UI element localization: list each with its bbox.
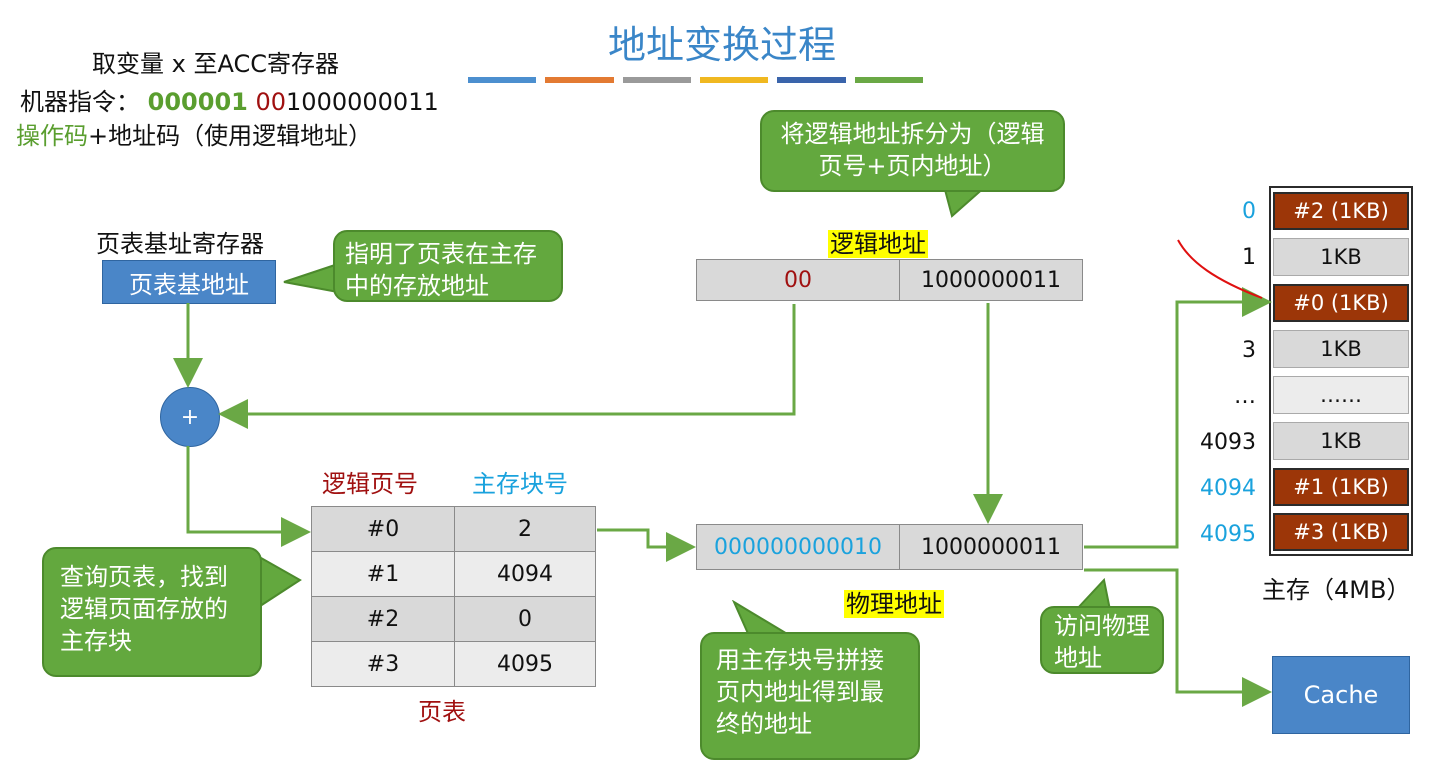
memory-cell: …… xyxy=(1273,376,1409,414)
arrow-physical-to-cache xyxy=(1084,568,1272,707)
physical-block-cell: 000000000010 xyxy=(696,524,900,570)
split-bubble: 将逻辑地址拆分为（逻辑页号+页内地址） xyxy=(760,110,1065,192)
logical-offset-cell: 1000000011 xyxy=(899,259,1083,301)
page-table-block-0: 2 xyxy=(454,506,596,552)
opcode-label: 操作码 xyxy=(16,122,88,150)
physical-offset-cell: 1000000011 xyxy=(899,524,1083,570)
page-table-page-0: #0 xyxy=(311,506,455,552)
page-title: 地址变换过程 xyxy=(607,23,836,67)
split-bubble-tail xyxy=(942,186,988,218)
memory-cell: #0 (1KB) xyxy=(1273,284,1409,322)
page-table-page-2: #2 xyxy=(311,596,455,642)
concat-bubble: 用主存块号拼接页内地址得到最终的地址 xyxy=(700,632,920,760)
color-segment xyxy=(545,77,614,83)
color-segment xyxy=(777,77,846,83)
color-segment xyxy=(622,77,691,83)
memory-cell: 1KB xyxy=(1273,422,1409,460)
memory-cell: #2 (1KB) xyxy=(1273,192,1409,230)
page-table-header-page: 逻辑页号 xyxy=(322,470,418,498)
instruction-addr-offset: 1000000011 xyxy=(286,88,439,116)
memory-addr: 4094 xyxy=(1200,476,1256,501)
title-color-bar xyxy=(468,77,923,83)
memory-addr: … xyxy=(1234,384,1256,409)
query-bubble: 查询页表，找到逻辑页面存放的主存块 xyxy=(42,547,262,677)
instruction-addr-page: 00 xyxy=(255,88,287,116)
annotation-pen-stroke xyxy=(1177,239,1263,299)
page-table-block-1: 4094 xyxy=(454,551,596,597)
memory-addr: 1 xyxy=(1242,245,1256,270)
arrow-table-to-physical xyxy=(597,528,696,562)
ptr-bubble: 指明了页表在主存中的存放地址 xyxy=(333,230,563,302)
memory-addr: 0 xyxy=(1242,199,1256,224)
instruction-line3: 操作码+地址码（使用逻辑地址） xyxy=(16,116,372,151)
ptr-value-box: 页表基地址 xyxy=(102,260,276,304)
color-segment xyxy=(699,77,769,83)
adder-circle: + xyxy=(160,387,220,447)
page-table-block-2: 0 xyxy=(454,596,596,642)
arrow-adder-to-table xyxy=(186,446,311,547)
logical-address-label: 逻辑地址 xyxy=(828,230,928,258)
memory-cell: 1KB xyxy=(1273,238,1409,276)
page-table-header-block: 主存块号 xyxy=(472,470,568,498)
instruction-opcode: 000001 xyxy=(147,88,248,116)
arrow-page-to-adder xyxy=(218,304,796,429)
color-segment xyxy=(468,77,537,83)
address-code-label: +地址码（使用逻辑地址） xyxy=(88,122,373,150)
memory-addr: 3 xyxy=(1242,338,1256,363)
physical-address-label: 物理地址 xyxy=(844,590,944,618)
memory-cell: #1 (1KB) xyxy=(1273,468,1409,506)
logical-page-cell: 00 xyxy=(696,259,900,301)
instruction-line2: 机器指令： 000001 001000000011 xyxy=(20,82,439,117)
memory-addr: 4093 xyxy=(1200,430,1256,455)
memory-caption: 主存（4MB） xyxy=(1262,576,1411,604)
instruction-prefix: 机器指令： xyxy=(20,88,140,116)
memory-cell: 1KB xyxy=(1273,330,1409,368)
instruction-line1: 取变量 x 至ACC寄存器 xyxy=(92,50,339,78)
page-table-caption: 页表 xyxy=(418,698,466,726)
cache-box: Cache xyxy=(1272,656,1410,734)
page-table-block-3: 4095 xyxy=(454,641,596,687)
access-bubble: 访问物理地址 xyxy=(1040,606,1164,674)
memory-cell: #3 (1KB) xyxy=(1273,513,1409,551)
memory-addr: 4095 xyxy=(1200,522,1256,547)
color-segment xyxy=(854,77,923,83)
arrow-physical-to-memory xyxy=(1084,287,1272,549)
ptr-label: 页表基址寄存器 xyxy=(96,230,264,258)
